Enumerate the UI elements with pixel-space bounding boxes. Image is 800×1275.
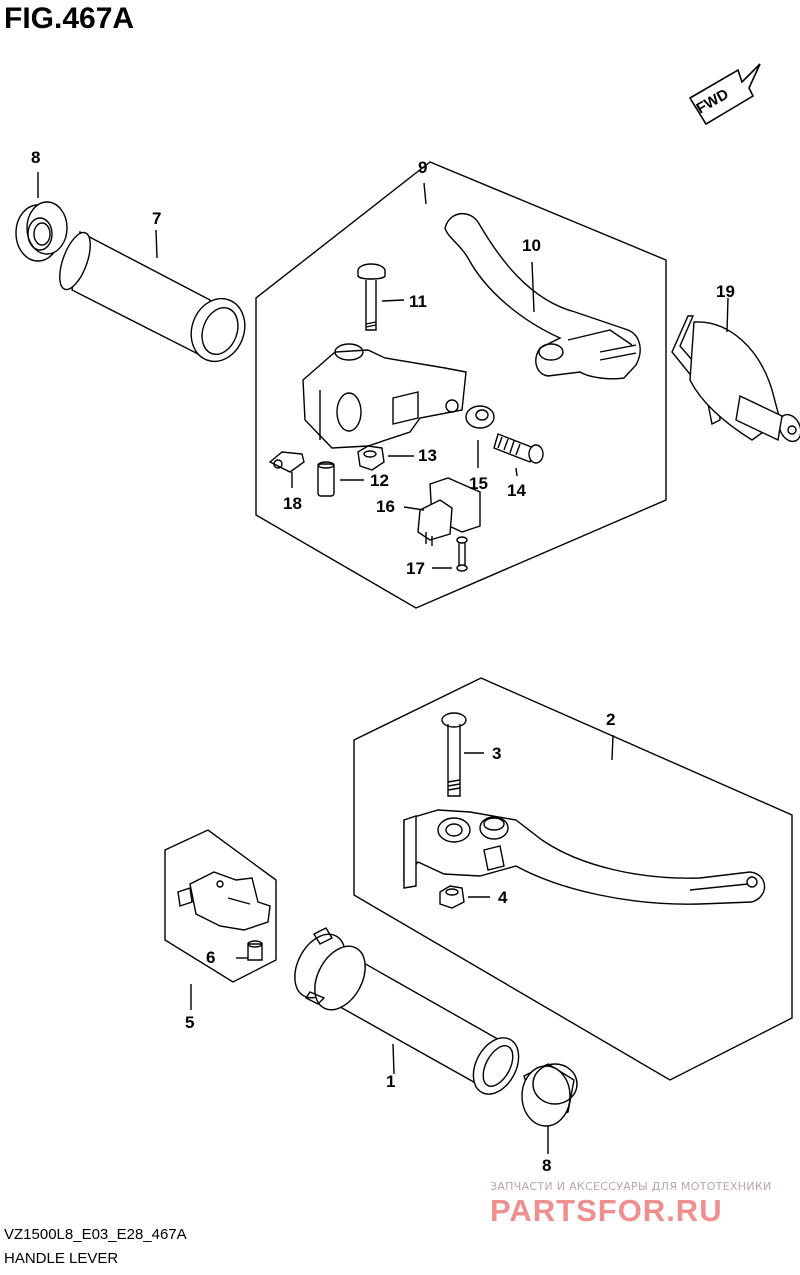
figure-title: FIG.467A: [4, 2, 135, 35]
callout-8-top: 8: [31, 148, 41, 167]
brake-switch-part-5: [177, 871, 271, 931]
callout-13: 13: [418, 446, 437, 465]
callout-1: 1: [386, 1072, 396, 1091]
callout-18: 18: [283, 494, 302, 513]
callout-5: 5: [185, 1013, 195, 1032]
bar-end-weight-top: [15, 172, 68, 262]
callout-14: 14: [507, 481, 526, 500]
diagram-name: HANDLE LEVER: [4, 1250, 119, 1267]
lever-holder: [302, 343, 467, 449]
callout-7: 7: [152, 209, 162, 228]
watermark-brand: PARTSFOR.RU: [490, 1193, 723, 1228]
callout-16: 16: [376, 497, 395, 516]
lever-cover-part-19: [671, 297, 800, 443]
fwd-arrow-icon: FWD: [688, 63, 761, 126]
callout-19: 19: [716, 282, 735, 301]
callout-8-bottom: 8: [542, 1156, 552, 1175]
callout-2: 2: [606, 710, 616, 729]
callout-3: 3: [492, 744, 502, 763]
clutch-switch-part-16: [403, 477, 481, 546]
assembly-9-outline: [255, 161, 667, 609]
bar-end-weight-bottom: [521, 1063, 578, 1154]
callout-4: 4: [498, 888, 508, 907]
pivot-bolt-part-3: [441, 712, 484, 797]
watermark-subtitle: ЗАПЧАСТИ И АКСЕССУАРЫ ДЛЯ МОТОТЕХНИКИ: [490, 1180, 772, 1193]
adjuster-bolt-part-14: [493, 433, 544, 477]
collar-part-12: [317, 461, 364, 497]
screw-part-18: [268, 451, 305, 488]
screw-part-6: [236, 940, 263, 961]
brake-lever-part-2: [403, 809, 766, 905]
callout-17: 17: [406, 559, 425, 578]
switch-screw-part-17: [432, 536, 468, 572]
diagram-code: VZ1500L8_E03_E28_467A: [4, 1226, 187, 1243]
throttle-grip-part-1: [294, 927, 520, 1095]
assembly-2-outline: [353, 677, 793, 1081]
nut-part-13: [357, 445, 414, 471]
callout-15: 15: [469, 474, 488, 493]
callout-10: 10: [522, 236, 541, 255]
clutch-lever-part-10: [444, 213, 641, 380]
callout-6: 6: [206, 948, 216, 967]
assembly-5-outline: [164, 829, 277, 983]
pivot-bolt-part-11: [357, 263, 405, 331]
nut-part-4: [439, 885, 490, 909]
callout-11: 11: [409, 292, 427, 311]
grip-part-7: [59, 229, 246, 363]
adjuster-nut-part-15: [465, 405, 495, 468]
callout-12: 12: [370, 471, 389, 490]
callout-9: 9: [418, 158, 428, 177]
